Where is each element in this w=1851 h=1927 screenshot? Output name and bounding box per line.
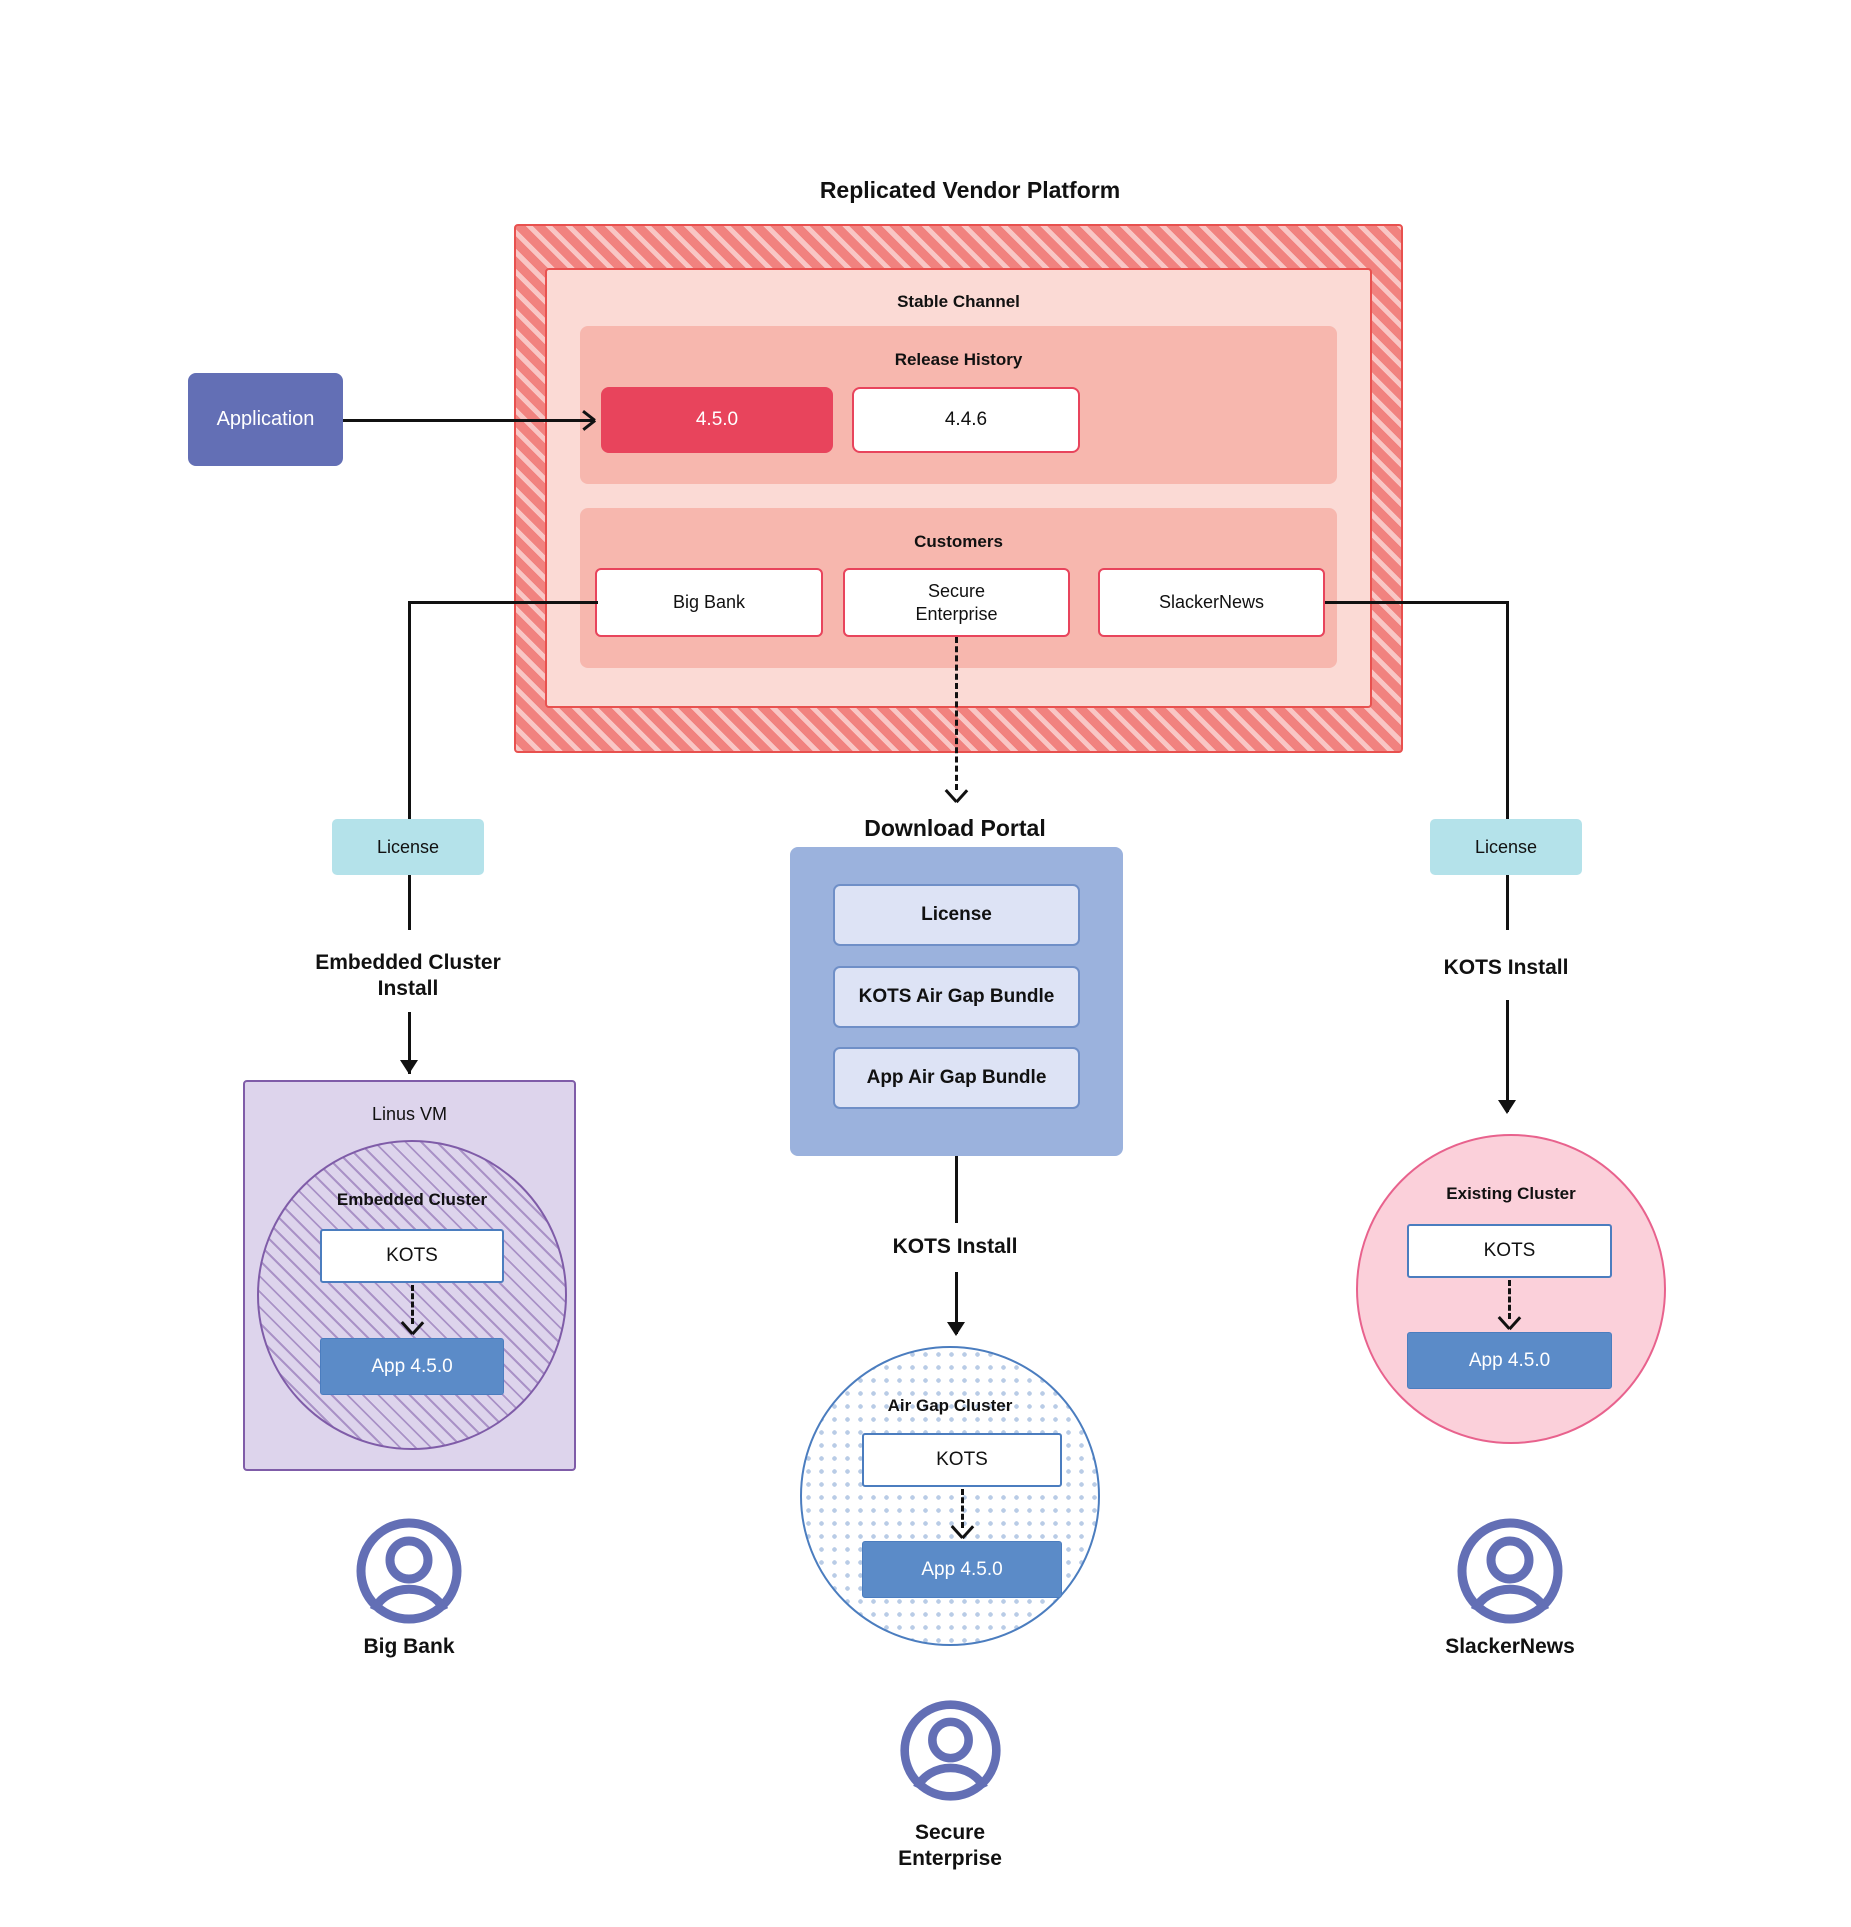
kots-box-embedded[interactable]: KOTS (320, 1229, 504, 1283)
portal-artifact-license[interactable]: License (833, 884, 1080, 946)
right-install-to-cluster-connector (1506, 1000, 1509, 1112)
existing-cluster-circle (1356, 1134, 1666, 1444)
slackernews-branch-vertical (1506, 601, 1509, 819)
right-license-to-install-connector (1506, 875, 1509, 930)
chevron-down-icon-embedded (401, 1318, 423, 1340)
air-gap-cluster-circle (800, 1346, 1100, 1646)
avatar-slackernews (1455, 1516, 1565, 1626)
stable-channel-title: Stable Channel (897, 292, 1020, 312)
customer-box-slackernews[interactable]: SlackerNews (1098, 568, 1325, 637)
app-box-airgap[interactable]: App 4.5.0 (862, 1541, 1062, 1598)
customer-box-secure-enterprise[interactable]: Secure Enterprise (843, 568, 1070, 637)
existing-cluster-title: Existing Cluster (1446, 1184, 1576, 1204)
embedded-cluster-title: Embedded Cluster (336, 1190, 488, 1210)
customers-title: Customers (914, 532, 1003, 552)
app-box-existing[interactable]: App 4.5.0 (1407, 1332, 1612, 1389)
chevron-down-icon-portal (945, 786, 967, 808)
airgap-kots-to-app-connector (961, 1489, 964, 1528)
secure-enterprise-dashed-connector (955, 637, 958, 790)
left-install-to-vm-connector (408, 1012, 411, 1074)
existing-kots-to-app-connector (1508, 1280, 1511, 1319)
portal-to-install-connector (955, 1156, 958, 1223)
portal-artifact-kots-air-gap-bundle[interactable]: KOTS Air Gap Bundle (833, 966, 1080, 1028)
portal-artifact-app-air-gap-bundle[interactable]: App Air Gap Bundle (833, 1047, 1080, 1109)
application-to-release-connector (343, 419, 594, 422)
customer-label-secure-enterprise: Secure Enterprise (898, 1821, 1002, 1871)
kots-box-existing[interactable]: KOTS (1407, 1224, 1612, 1278)
avatar-big-bank (354, 1516, 464, 1626)
linus-vm-title: Linus VM (371, 1103, 448, 1124)
kots-box-airgap[interactable]: KOTS (862, 1433, 1062, 1487)
center-kots-install-label: KOTS Install (892, 1234, 1018, 1258)
vendor-platform-title: Replicated Vendor Platform (819, 176, 1121, 203)
download-portal-title: Download Portal (864, 814, 1046, 841)
release-item-previous[interactable]: 4.4.6 (852, 387, 1080, 453)
center-install-to-cluster-connector (955, 1272, 958, 1334)
arrow-down-icon-right (1498, 1100, 1516, 1114)
big-bank-branch-vertical (408, 601, 411, 819)
avatar-secure-enterprise (898, 1698, 1003, 1803)
customer-label-slackernews: SlackerNews (1445, 1634, 1575, 1658)
embedded-kots-to-app-connector (411, 1285, 414, 1324)
air-gap-cluster-title: Air Gap Cluster (887, 1396, 1013, 1416)
right-kots-install-label: KOTS Install (1443, 955, 1569, 979)
app-box-embedded[interactable]: App 4.5.0 (320, 1338, 504, 1395)
customer-box-big-bank[interactable]: Big Bank (595, 568, 823, 637)
arrow-down-icon-left (400, 1060, 418, 1074)
left-license-to-install-connector (408, 875, 411, 930)
arrow-down-icon-center (947, 1322, 965, 1336)
license-chip-left[interactable]: License (332, 819, 484, 875)
release-history-title: Release History (894, 350, 1023, 370)
application-box[interactable]: Application (188, 373, 343, 466)
big-bank-branch-horizontal (408, 601, 598, 604)
arrow-right-icon (580, 410, 600, 430)
license-chip-right[interactable]: License (1430, 819, 1582, 875)
release-item-current[interactable]: 4.5.0 (601, 387, 833, 453)
customer-label-big-bank: Big Bank (363, 1634, 455, 1658)
slackernews-branch-horizontal (1325, 601, 1508, 604)
embedded-cluster-install-label: Embedded Cluster Install (315, 950, 501, 1000)
